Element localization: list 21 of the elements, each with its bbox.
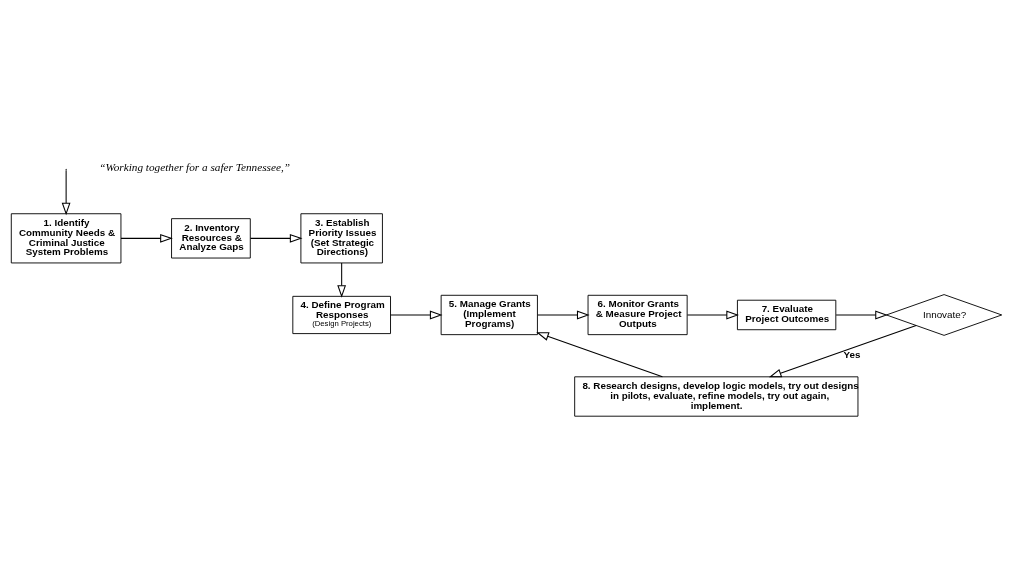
node-box: 8. Research designs, develop logic models, try out designs in pilots, evaluate, refine models, try out again, implement. bbox=[574, 376, 859, 417]
arrow bbox=[390, 310, 443, 320]
node-box: 7. Evaluate Project Outcomes bbox=[736, 299, 837, 331]
node-box: 4. Define Program Responses (Design Projects) bbox=[292, 295, 391, 335]
node-box: 6. Monitor Grants & Measure Project Outputs bbox=[587, 294, 688, 336]
node-box: 5. Manage Grants (Implement Programs) bbox=[440, 294, 538, 336]
arrow bbox=[61, 169, 71, 216]
arrow bbox=[537, 310, 590, 320]
arrow bbox=[835, 310, 888, 320]
arrow bbox=[337, 262, 347, 298]
node-box: 3. Establish Priority Issues (Set Strategic Directions) bbox=[300, 213, 383, 264]
edge-label: Yes bbox=[843, 348, 861, 360]
arrow bbox=[686, 310, 739, 320]
arrow bbox=[249, 233, 303, 243]
node-box: 2. Inventory Resources & Analyze Gaps bbox=[171, 218, 251, 259]
label: “Working together for a safer Tennessee,” bbox=[99, 161, 290, 174]
arrow bbox=[768, 324, 917, 378]
node-diamond: Innovate? bbox=[885, 294, 1003, 336]
arrow bbox=[536, 332, 663, 378]
arrow bbox=[120, 233, 173, 243]
node-box: 1. Identify Community Needs & Criminal Justice System Problems bbox=[10, 213, 122, 264]
